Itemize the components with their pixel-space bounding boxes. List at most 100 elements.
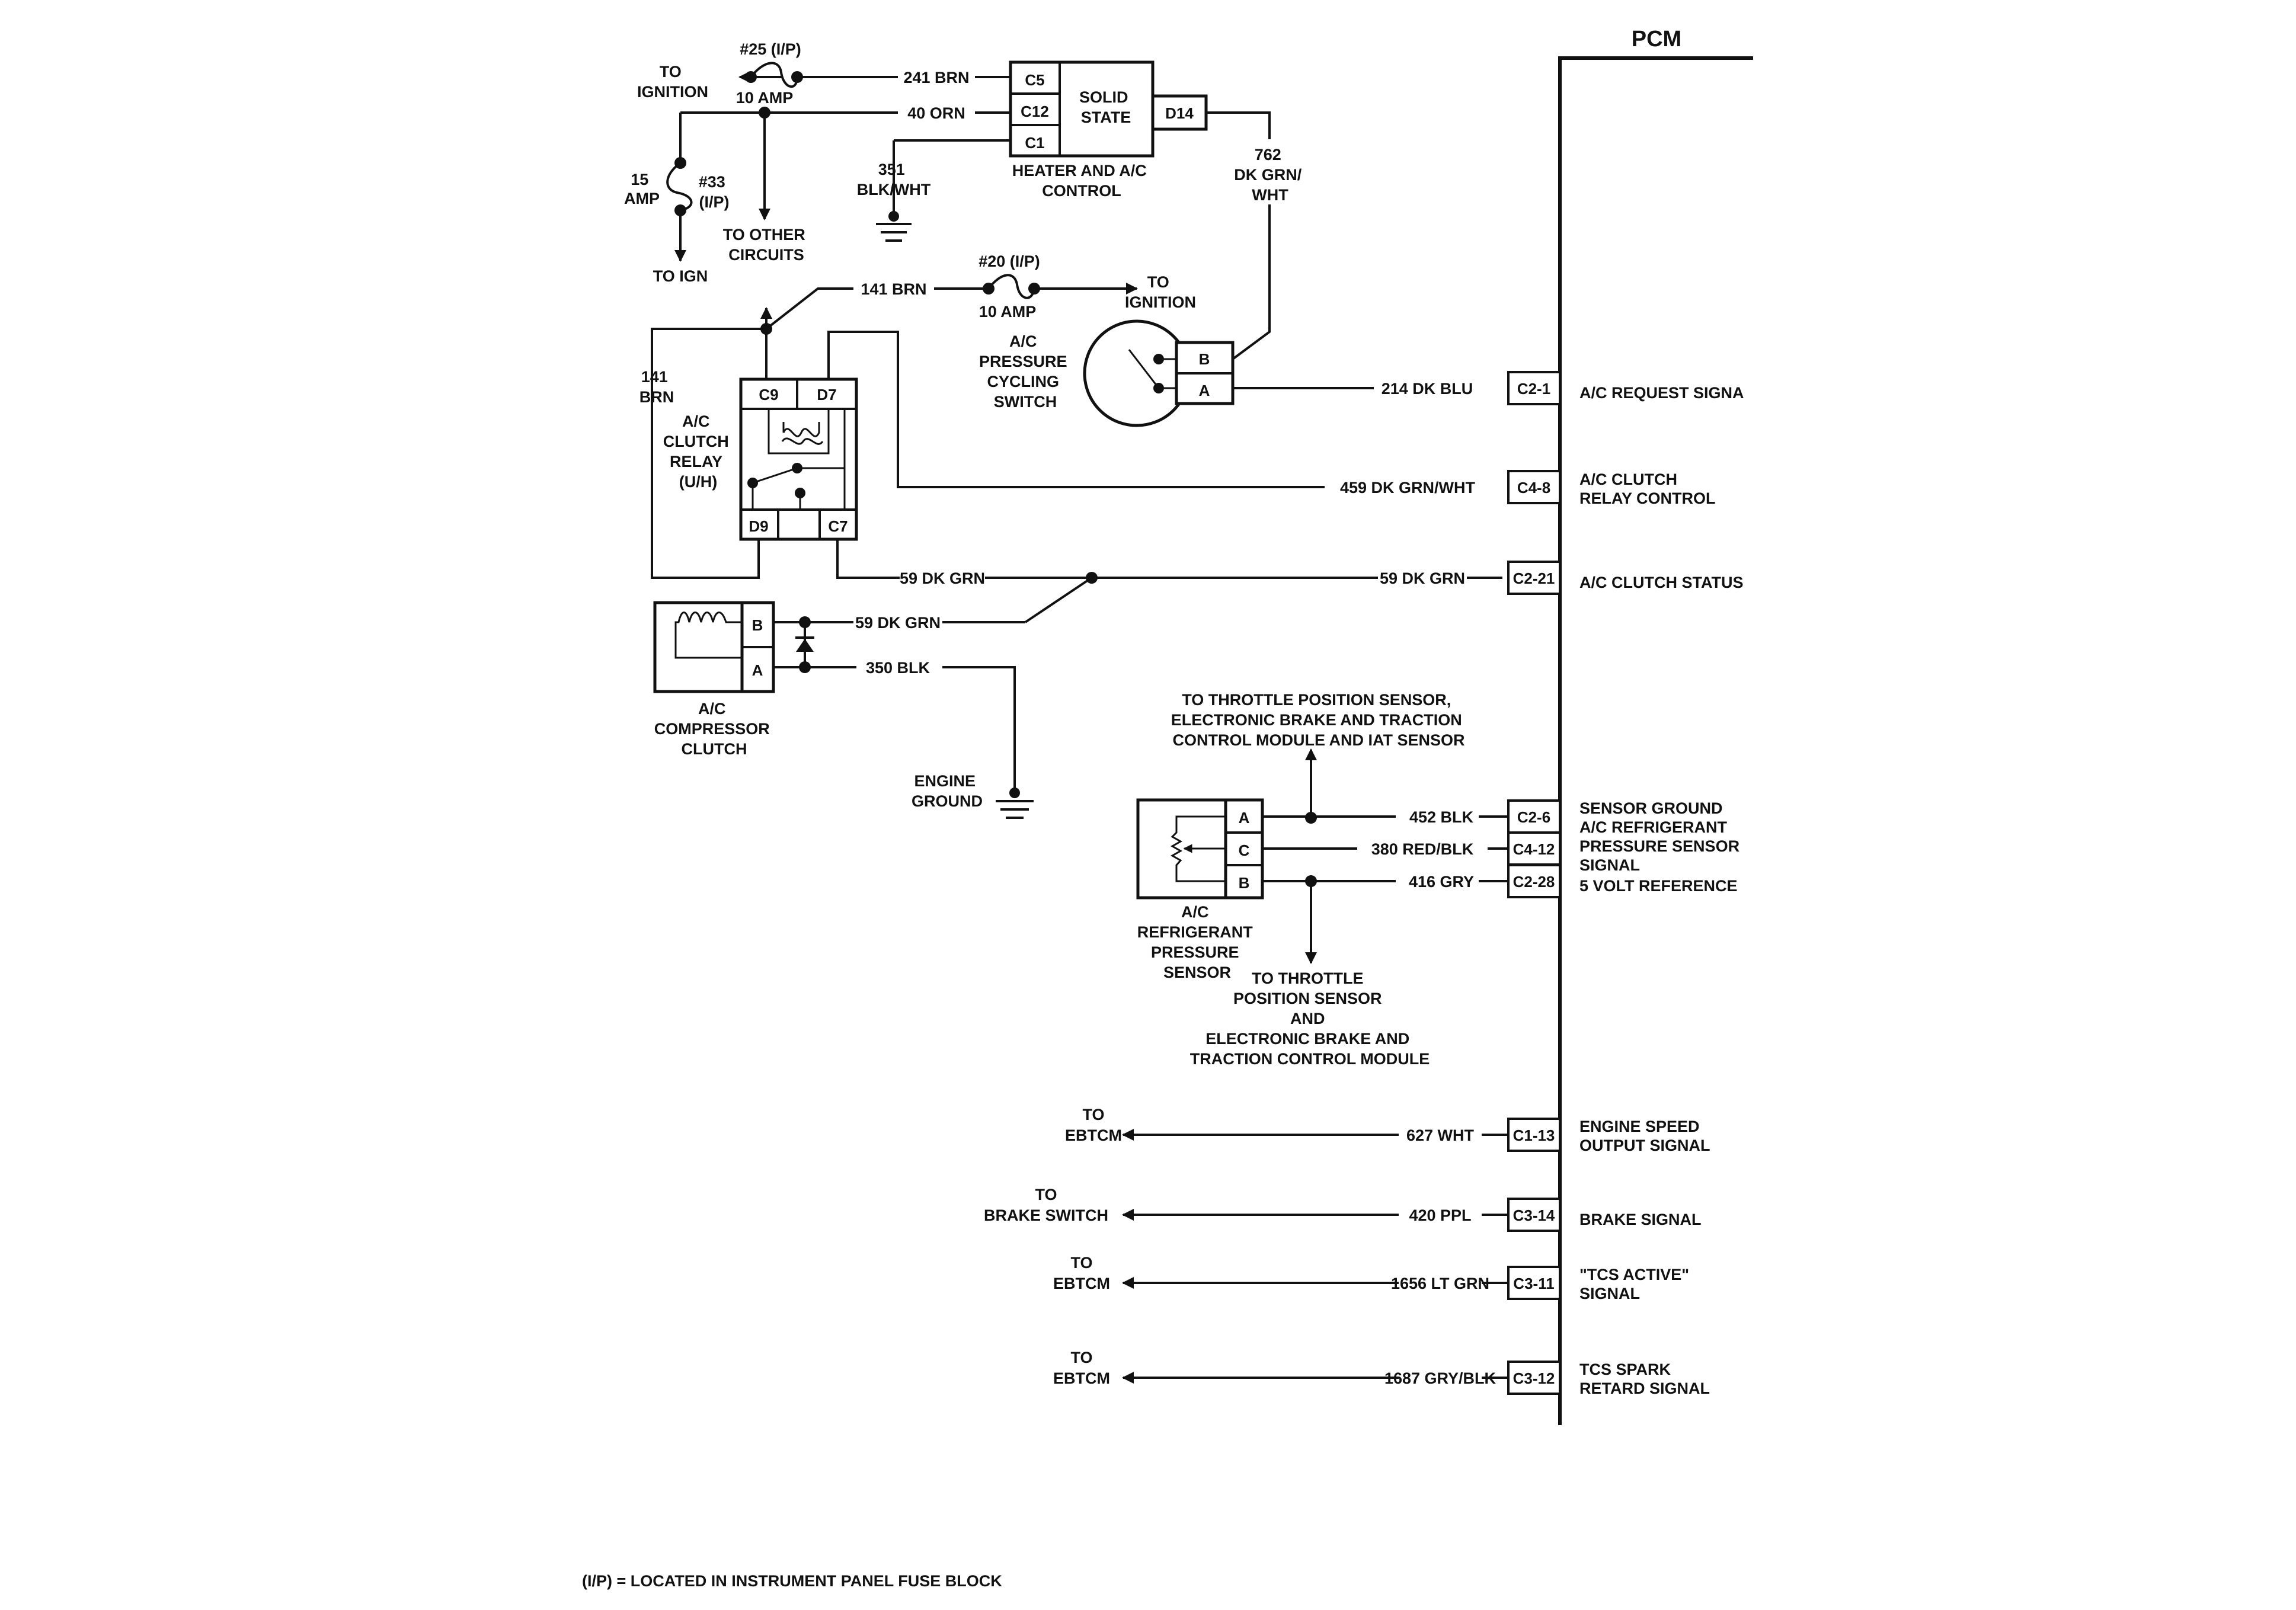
fuse-25-name: #25 (I/P) <box>740 40 801 58</box>
pcm-connector-c3-11: C3-11 "TCS ACTIVE" SIGNAL <box>1507 1266 1689 1302</box>
switch-pin-b: B <box>1199 350 1210 368</box>
wire-214-label: 214 DK BLU <box>1382 380 1473 398</box>
destination-label: TO <box>1070 1349 1092 1366</box>
pcm-connector-c2-1: C2-1 A/C REQUEST SIGNA <box>1507 371 1744 405</box>
pcm-pin-label: C2-6 <box>1517 808 1550 826</box>
wire-351-label: 351 BLK/WHT <box>857 161 931 199</box>
footnote: (I/P) = LOCATED IN INSTRUMENT PANEL FUSE… <box>582 1572 1002 1590</box>
wire-459-label: 459 DK GRN/WHT <box>1340 479 1476 497</box>
pcm-pin-label: C2-1 <box>1517 380 1550 398</box>
hvac-pin-c1: C1 <box>1025 134 1044 152</box>
wire-380-label: 380 RED/BLK <box>1371 840 1474 858</box>
compressor-pin-b: B <box>752 616 763 634</box>
sensor-pin-b: B <box>1239 874 1250 892</box>
wire-59c-label: 59 DK GRN <box>1380 569 1465 587</box>
engine-ground-label: ENGINE GROUND <box>912 772 983 810</box>
sensor-pin-a: A <box>1239 809 1250 827</box>
pcm-signal-label: TCS SPARK <box>1579 1361 1671 1378</box>
clamp-diode <box>795 616 814 673</box>
to-tps-label-2: TO THROTTLE POSITION SENSOR AND ELECTRON… <box>1190 969 1430 1068</box>
sensor-name: A/C REFRIGERANT PRESSURE SENSOR <box>1137 903 1258 981</box>
pcm-pin-label: C4-12 <box>1513 840 1555 858</box>
wire-141a-label: 141 BRN <box>861 280 926 298</box>
fuse-20-rating: 10 AMP <box>979 303 1037 321</box>
pcm-signal-label: PRESSURE SENSOR <box>1579 837 1739 855</box>
to-ignition-label-2: TO IGNITION <box>1125 273 1196 311</box>
pcm-connector-c3-14: C3-14 BRAKE SIGNAL <box>1507 1198 1702 1232</box>
pcm-connector-pins: C2-1 A/C REQUEST SIGNA C4-8 A/C CLUTCHRELAY… <box>1507 371 1744 1397</box>
compressor-name: A/C COMPRESSOR CLUTCH <box>654 700 775 758</box>
lead-c3-11: 1656 LT GRN TO EBTCM <box>1053 1254 1508 1292</box>
wire-416-label: 416 GRY <box>1409 873 1474 891</box>
fuse-33-rating: 15 AMP <box>624 171 660 207</box>
pcm-module: PCM <box>1558 27 1753 1425</box>
destination-label: TO <box>1082 1106 1104 1124</box>
heater-ac-control: C5 C12 C1 SOLID STATE D14 HEATER AND A/C… <box>1009 60 1208 200</box>
lead-c1-13: 627 WHT TO EBTCM <box>1065 1106 1508 1144</box>
pcm-pin-label: C2-21 <box>1513 569 1555 587</box>
pcm-signal-label: SIGNAL <box>1579 856 1640 874</box>
wire-label: 627 WHT <box>1406 1126 1475 1144</box>
compressor-pin-a: A <box>752 661 763 679</box>
pcm-signal-label: ENGINE SPEED <box>1579 1118 1700 1135</box>
destination-label: TO <box>1070 1254 1092 1272</box>
hvac-pin-d14: D14 <box>1165 104 1194 122</box>
pcm-signal-label: RETARD SIGNAL <box>1579 1379 1710 1397</box>
to-tps-label-1: TO THROTTLE POSITION SENSOR, ELECTRONIC … <box>1171 691 1467 749</box>
hvac-pin-c5: C5 <box>1025 71 1044 89</box>
pcm-signal-label: "TCS ACTIVE" <box>1579 1266 1689 1283</box>
wire-452-label: 452 BLK <box>1409 808 1474 826</box>
ac-compressor-clutch: B A <box>653 601 775 693</box>
to-other-circuits-label: TO OTHER CIRCUITS <box>723 226 810 264</box>
relay-pin-c9: C9 <box>759 386 778 404</box>
pcm-signal-label: SENSOR GROUND <box>1579 799 1723 817</box>
pcm-signal-label: A/C CLUTCH <box>1579 470 1677 488</box>
fuse-25-rating: 10 AMP <box>736 89 794 107</box>
switch-name: A/C PRESSURE CYCLING SWITCH <box>979 332 1072 411</box>
to-ignition-label-1: TO IGNITION <box>637 63 708 101</box>
wire-762-label: 762 DK GRN/ WHT <box>1234 146 1306 204</box>
destination-label: EBTCM <box>1053 1275 1110 1292</box>
destination-label: BRAKE SWITCH <box>984 1206 1108 1224</box>
switch-pin-a: A <box>1199 382 1210 399</box>
pcm-signal-label: SIGNAL <box>1579 1285 1640 1302</box>
wire-59b-label: 59 DK GRN <box>900 569 985 587</box>
wire-350-label: 350 BLK <box>866 659 930 677</box>
wire-40-label: 40 ORN <box>907 104 965 122</box>
pcm-pin-label: C3-11 <box>1513 1275 1554 1292</box>
hvac-pin-c12: C12 <box>1021 103 1049 120</box>
pcm-connector-c2-28: C2-28 5 VOLT REFERENCE <box>1507 864 1738 898</box>
wire-141b-label: 141 BRN <box>639 368 674 406</box>
wire-label: 1687 GRY/BLK <box>1384 1369 1496 1387</box>
relay-pin-c7: C7 <box>828 517 848 535</box>
fuse-25: #25 (I/P) 10 AMP <box>736 40 803 107</box>
wire-241-label: 241 BRN <box>903 69 969 87</box>
pcm-pin-label: C3-14 <box>1513 1206 1555 1224</box>
wire-label: 420 PPL <box>1409 1206 1471 1224</box>
pcm-signal-label: BRAKE SIGNAL <box>1579 1211 1702 1228</box>
pcm-signal-label: RELAY CONTROL <box>1579 489 1716 507</box>
pcm-signal-label: A/C REQUEST SIGNA <box>1579 384 1744 402</box>
destination-label: EBTCM <box>1065 1126 1122 1144</box>
wire-59a-label: 59 DK GRN <box>855 614 941 632</box>
pcm-signal-label: 5 VOLT REFERENCE <box>1579 877 1738 895</box>
pcm-title: PCM <box>1632 27 1681 52</box>
wire-label: 1656 LT GRN <box>1391 1275 1489 1292</box>
hvac-body-label: SOLID STATE <box>1079 88 1133 126</box>
pcm-pin-label: C2-28 <box>1513 873 1555 891</box>
relay-name: A/C CLUTCH RELAY (U/H) <box>663 412 734 491</box>
pcm-pin-label: C3-12 <box>1513 1369 1555 1387</box>
destination-label: TO <box>1035 1186 1057 1204</box>
relay-pin-d9: D9 <box>749 517 768 535</box>
pcm-connector-c2-6: C2-6 SENSOR GROUND <box>1507 799 1723 834</box>
sensor-pin-c: C <box>1239 841 1250 859</box>
pcm-pin-label: C4-8 <box>1517 479 1550 497</box>
engine-ground-symbol <box>996 788 1034 819</box>
